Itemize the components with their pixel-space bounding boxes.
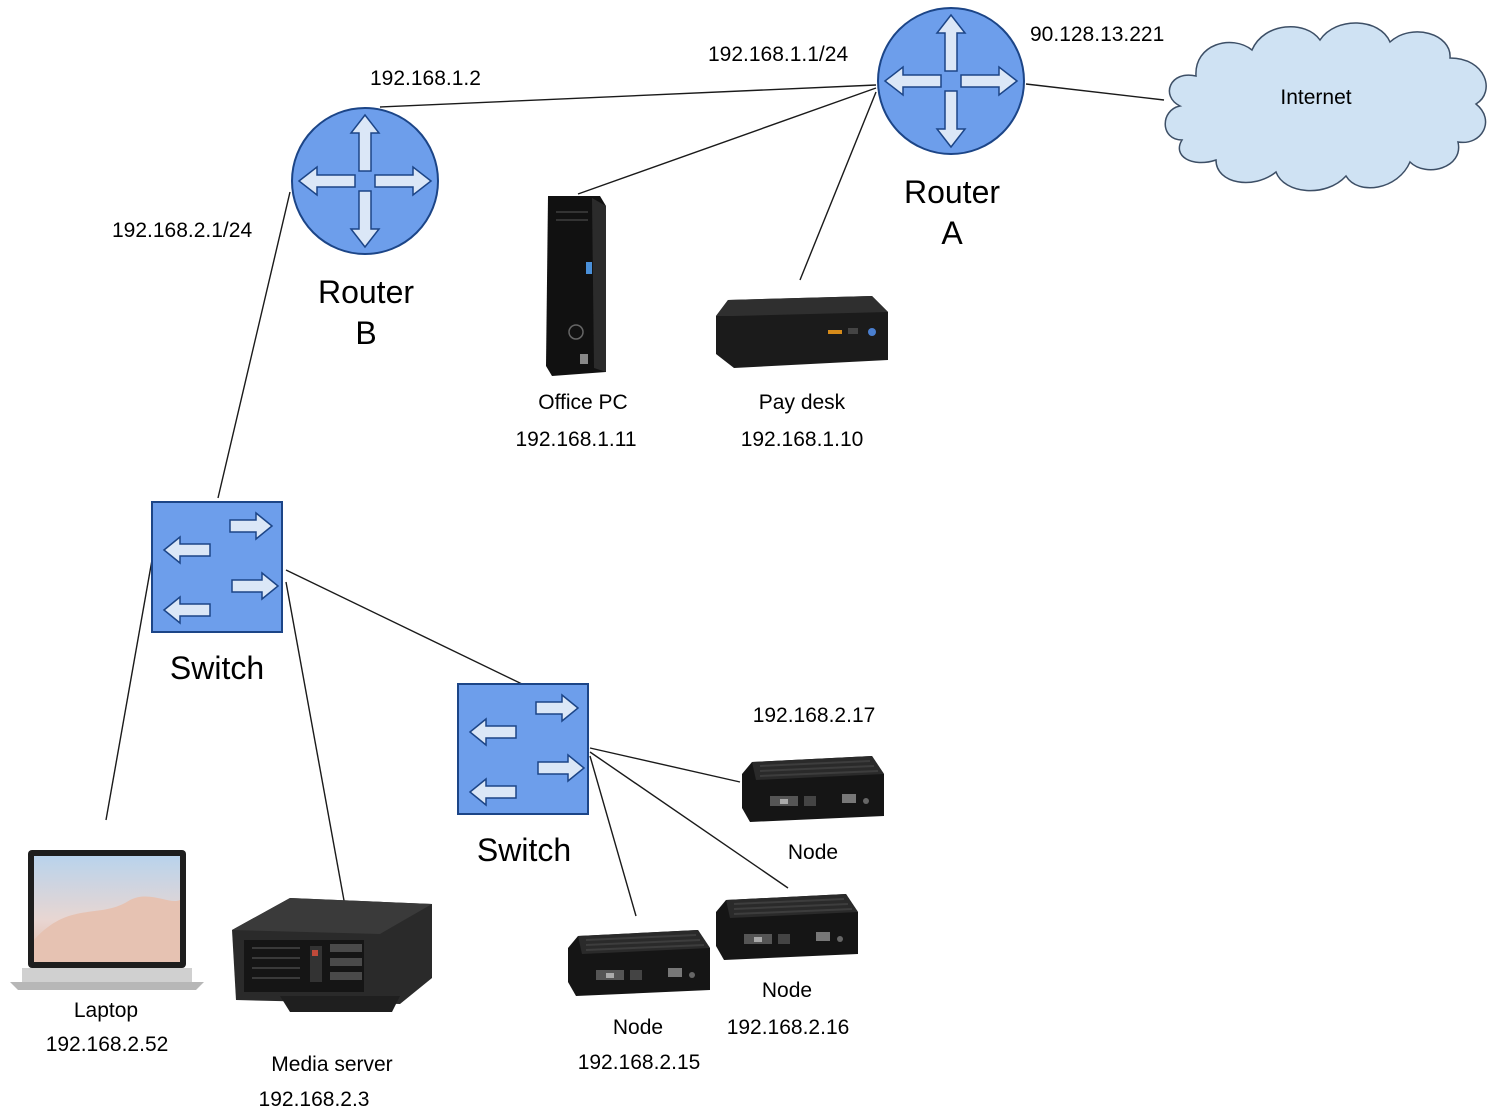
node-box-icon [567, 929, 711, 997]
router-a-label-line1: Router [904, 174, 1000, 210]
switch-main: Switch [151, 501, 283, 686]
node-17-name: Node [788, 841, 838, 864]
node-box-icon [741, 755, 885, 823]
pay-desk: Pay desk 192.168.1.10 [716, 296, 888, 451]
office-pc-ip: 192.168.1.11 [515, 428, 636, 451]
link-routera-officepc [577, 87, 877, 195]
rack-server-icon [232, 898, 432, 1012]
office-pc: Office PC 192.168.1.11 [515, 196, 637, 451]
link-routerb-switch [217, 191, 291, 499]
link-switch2-node16 [589, 751, 789, 889]
link-switch-mediaserver [285, 581, 346, 907]
pay-desk-name: Pay desk [759, 391, 846, 414]
office-pc-name: Office PC [538, 391, 627, 414]
switch-main-label: Switch [170, 650, 264, 686]
media-server: Media server 192.168.2.3 [232, 898, 432, 1110]
media-server-ip: 192.168.2.3 [259, 1088, 370, 1110]
links [105, 83, 1165, 917]
node-15: Node 192.168.2.15 [567, 929, 711, 1074]
router-a-label-line2: A [941, 215, 963, 251]
switch-nodes-icon [457, 683, 589, 815]
laptop-name: Laptop [74, 999, 138, 1022]
router-a: Router A 192.168.1.1/24 90.128.13.221 [708, 7, 1164, 251]
link-switch2-node15 [589, 755, 637, 917]
desktop-tower-icon [546, 196, 606, 376]
link-routerb-routera [379, 84, 877, 108]
link-switch2-node17 [589, 747, 741, 783]
router-b: Router B 192.168.1.2 192.168.2.1/24 [112, 67, 481, 351]
laptop: Laptop 192.168.2.52 [10, 850, 204, 1056]
node-16-name: Node [762, 979, 812, 1002]
router-b-icon [291, 107, 439, 255]
router-a-icon [877, 7, 1025, 155]
router-b-label-line1: Router [318, 274, 414, 310]
node-16-ip: 192.168.2.16 [727, 1016, 850, 1039]
switch-nodes-label: Switch [477, 832, 571, 868]
internet-label: Internet [1280, 86, 1351, 109]
router-b-wan-ip: 192.168.1.2 [370, 67, 481, 90]
switch-nodes: Switch [457, 683, 589, 868]
node-17: 192.168.2.17 Node [741, 704, 885, 864]
laptop-icon [10, 850, 204, 990]
pay-desk-ip: 192.168.1.10 [741, 428, 864, 451]
router-a-lan-ip: 192.168.1.1/24 [708, 43, 848, 66]
laptop-ip: 192.168.2.52 [46, 1033, 169, 1056]
link-switch-switch2 [285, 569, 523, 685]
router-b-label-line2: B [355, 315, 376, 351]
node-box-icon [715, 893, 859, 961]
mini-pc-icon [716, 296, 888, 368]
node-16: Node 192.168.2.16 [715, 893, 859, 1039]
media-server-name: Media server [271, 1053, 392, 1076]
router-a-wan-ip: 90.128.13.221 [1030, 23, 1164, 46]
internet-cloud-icon: Internet [1164, 22, 1487, 192]
router-b-lan-ip: 192.168.2.1/24 [112, 219, 252, 242]
link-switch-laptop [105, 559, 153, 821]
node-15-name: Node [613, 1016, 663, 1039]
node-17-ip: 192.168.2.17 [753, 704, 876, 727]
link-routera-internet [1025, 83, 1165, 101]
switch-main-icon [151, 501, 283, 633]
node-15-ip: 192.168.2.15 [578, 1051, 701, 1074]
link-routera-paydesk [799, 91, 877, 281]
